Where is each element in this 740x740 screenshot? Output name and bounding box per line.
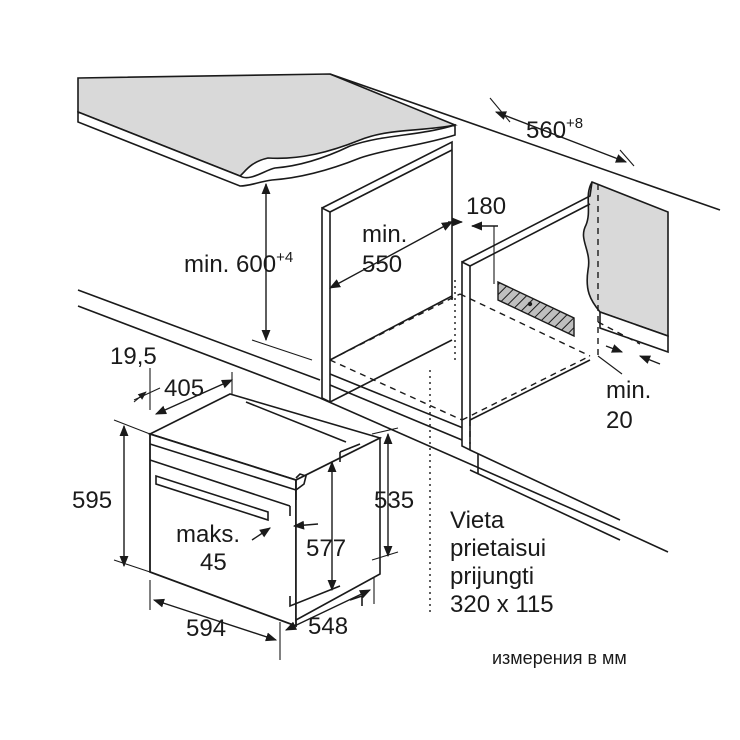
oven <box>147 393 383 628</box>
countertop-left <box>77 73 721 211</box>
label-vieta-line2: prietaisui <box>450 535 546 562</box>
cabinet-left-panel <box>321 140 469 441</box>
label-vieta-line4: 320 x 115 <box>450 591 554 618</box>
label-560: 560+8 <box>526 115 583 144</box>
label-19-5: 19,5 <box>110 343 157 370</box>
label-min-20-line1: min. <box>606 377 651 404</box>
cabinet-right-panel <box>461 181 621 541</box>
label-594: 594 <box>186 615 226 642</box>
label-min-600: min. 600+4 <box>184 249 293 278</box>
connection-area <box>429 280 575 612</box>
label-535: 535 <box>374 487 414 514</box>
label-405: 405 <box>164 375 204 402</box>
label-595: 595 <box>72 487 112 514</box>
countertop-right <box>582 181 669 354</box>
label-maks-line1: maks. <box>176 521 240 548</box>
floor-lines <box>77 289 669 553</box>
label-min-550-line1: min. <box>362 221 407 248</box>
units-note: измерения в мм <box>492 648 627 668</box>
label-577: 577 <box>306 535 346 562</box>
dimension-lines <box>113 97 661 660</box>
label-180: 180 <box>466 193 506 220</box>
hidden-edges <box>329 184 641 444</box>
label-vieta-line1: Vieta <box>450 507 505 534</box>
label-vieta-line3: prijungti <box>450 563 534 590</box>
label-min-20-line2: 20 <box>606 407 633 434</box>
label-548: 548 <box>308 613 348 640</box>
label-maks-line2: 45 <box>200 549 227 576</box>
label-min-550-line2: 550 <box>362 251 402 278</box>
